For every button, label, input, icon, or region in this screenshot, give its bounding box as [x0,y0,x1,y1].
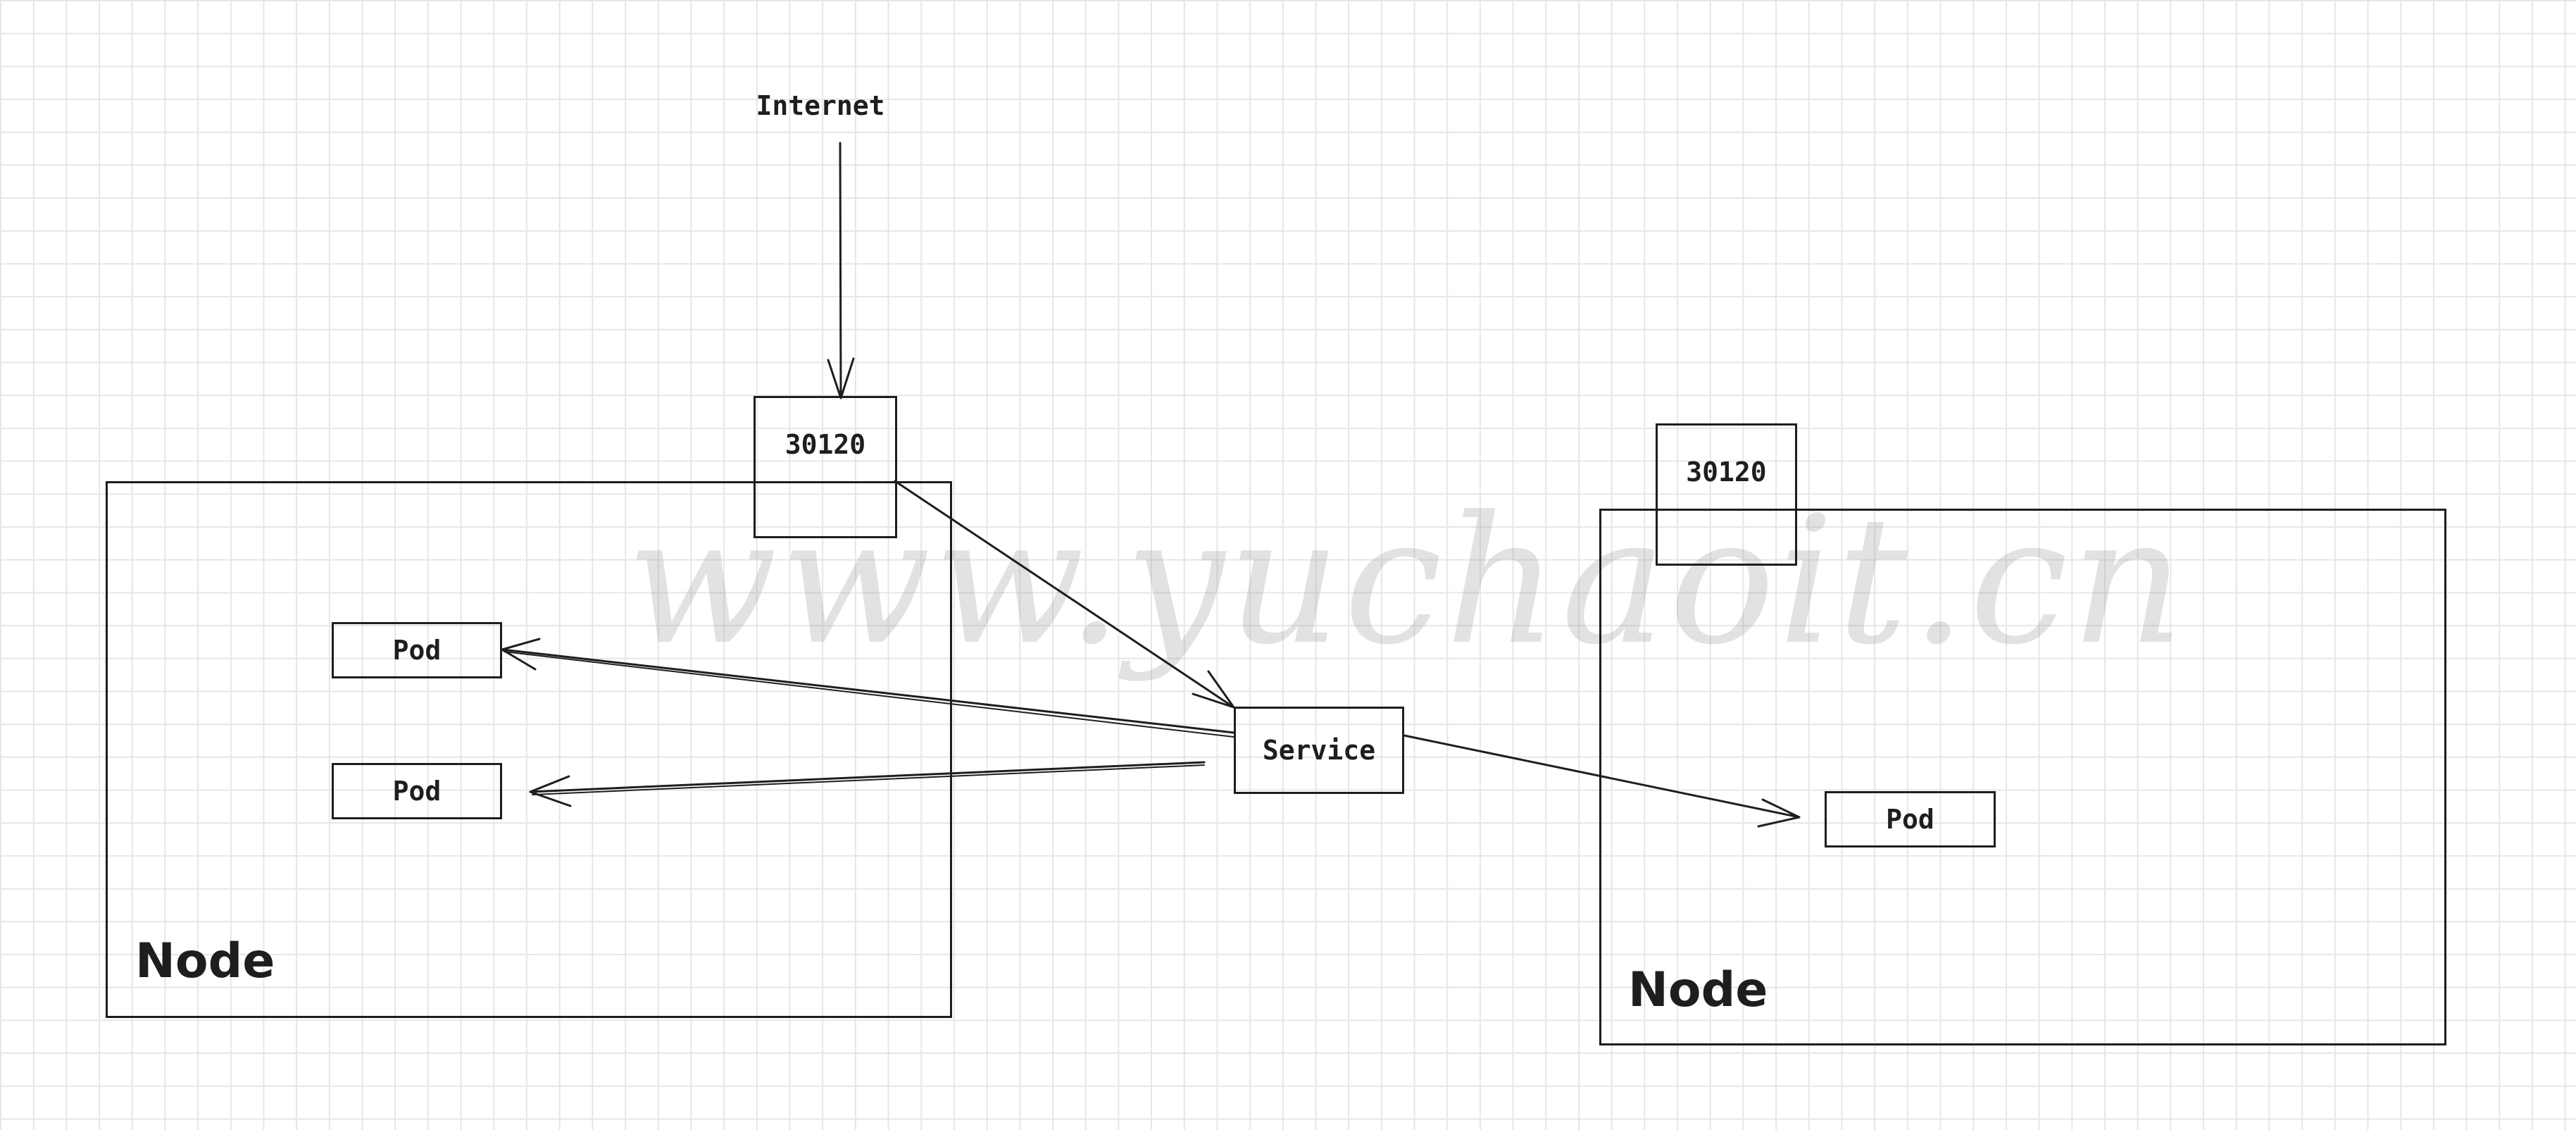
node-left-box[interactable] [106,481,952,1018]
node-right-port-box[interactable] [1656,423,1797,566]
node-left-label: Node [135,933,275,989]
internet-label: Internet [756,90,885,121]
node-right-label: Node [1628,962,1768,1018]
node-left-pod-2-label: Pod [392,776,442,807]
arrow-internet-to-port [827,142,855,399]
node-left-pod-2-box[interactable] [332,763,502,819]
service-label: Service [1262,735,1376,766]
node-left-port-label: 30120 [784,429,866,460]
node-right-pod-1-label: Pod [1886,804,1934,835]
node-left-port-box[interactable] [754,396,897,538]
node-right-port-label: 30120 [1686,457,1767,488]
node-left-pod-1-label: Pod [392,635,442,666]
node-right-pod-1-box[interactable] [1825,791,1996,848]
